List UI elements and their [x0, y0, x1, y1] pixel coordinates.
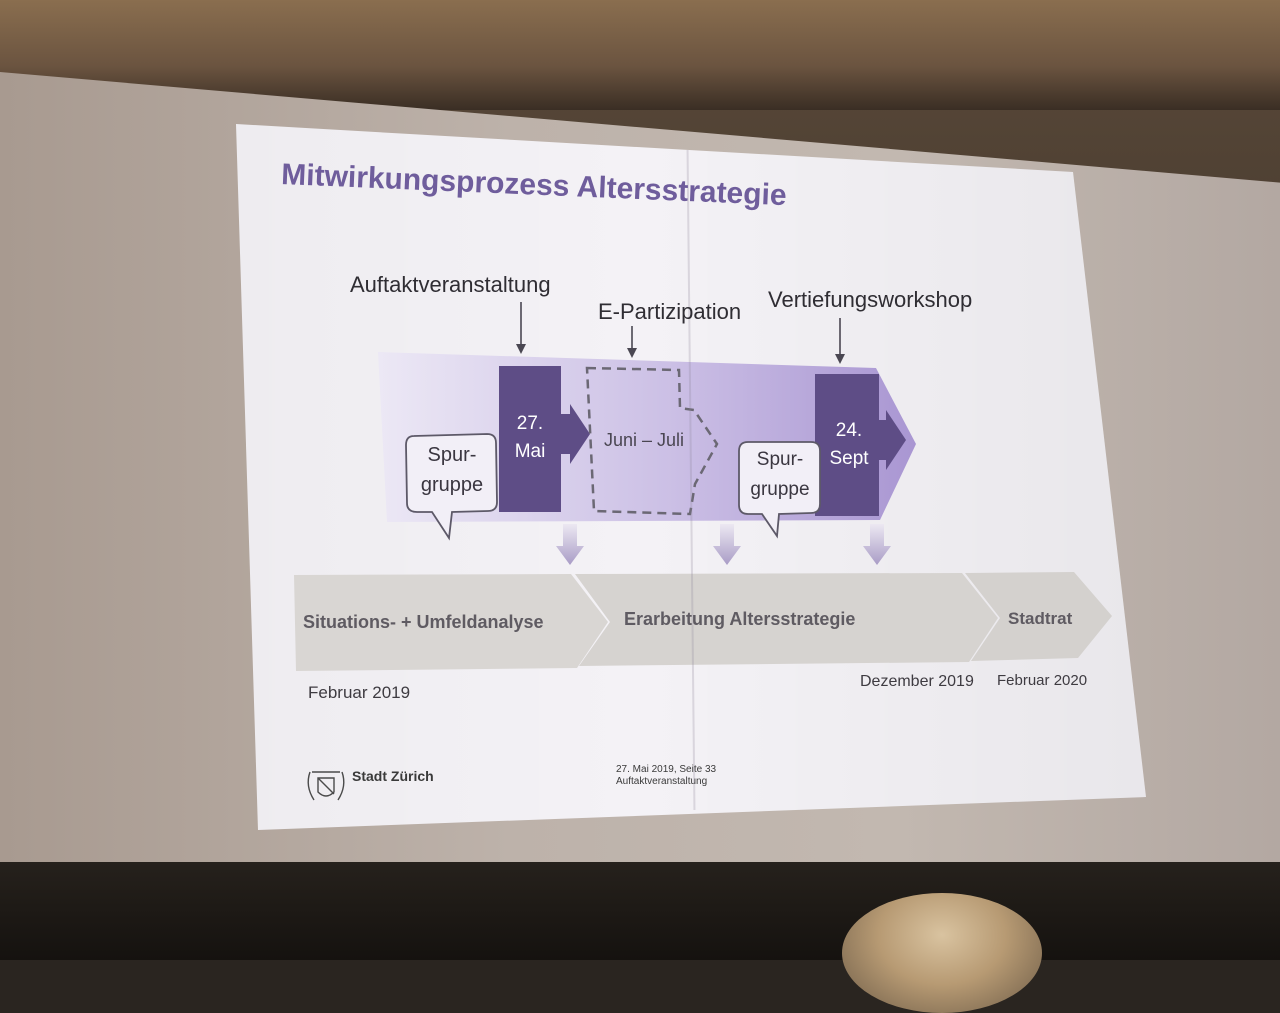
mai-month: Mai	[514, 441, 546, 462]
audience-area	[0, 862, 1280, 960]
phase-label-erarbeitung: Erarbeitung Altersstrategie	[624, 609, 856, 629]
bubble-left-line1: Spur-	[427, 444, 477, 466]
date-ende: Februar 2020	[997, 672, 1088, 689]
event-pointers	[516, 302, 845, 364]
epartizipation-region	[585, 366, 719, 516]
event-label-auftakt: Auftaktveranstaltung	[350, 272, 551, 297]
sept-day: 24.	[835, 420, 863, 441]
mai-date-label: 27. Mai	[500, 410, 560, 466]
sept-month: Sept	[829, 448, 869, 469]
event-box-mai	[499, 366, 590, 512]
bubble-left-line2: gruppe	[420, 474, 484, 496]
bubble-right-line1: Spur-	[756, 449, 804, 470]
phase-chevron-1	[294, 574, 608, 671]
footer-page-info: 27. Mai 2019, Seite 33 Auftaktveranstalt…	[616, 764, 716, 788]
juni-juli-label: Juni – Juli	[604, 430, 685, 450]
phase-label-stadtrat: Stadtrat	[1008, 609, 1073, 628]
phase-chevron-2	[575, 573, 998, 666]
drop-arrows	[556, 524, 891, 565]
phase-label-situationsanalyse: Situations- + Umfeldanalyse	[303, 612, 544, 632]
footer-page-info-line2: Auftaktveranstaltung	[616, 776, 708, 787]
speech-bubble-left-text: Spur- gruppe	[407, 440, 497, 500]
phase-chevron-3	[965, 572, 1112, 661]
footer-brand: Stadt Zürich	[352, 768, 434, 784]
phase-bar	[294, 572, 1112, 671]
date-dezember: Dezember 2019	[860, 673, 974, 690]
date-start: Februar 2019	[308, 683, 411, 702]
event-label-vertiefung: Vertiefungsworkshop	[768, 287, 973, 312]
speech-bubble-left	[405, 433, 498, 541]
sept-date-label: 24. Sept	[817, 417, 881, 473]
speech-bubble-right-text: Spur- gruppe	[740, 445, 820, 505]
zurich-coat-of-arms-icon	[307, 771, 345, 801]
process-diagram	[294, 302, 1112, 801]
mai-day: 27.	[516, 413, 544, 434]
speech-bubble-right	[738, 441, 821, 539]
footer-page-info-line1: 27. Mai 2019, Seite 33	[616, 764, 717, 775]
event-label-epartizipation: E-Partizipation	[598, 299, 742, 324]
audience-head	[842, 893, 1042, 1013]
event-box-sept	[815, 374, 906, 516]
bubble-right-line2: gruppe	[750, 479, 810, 500]
